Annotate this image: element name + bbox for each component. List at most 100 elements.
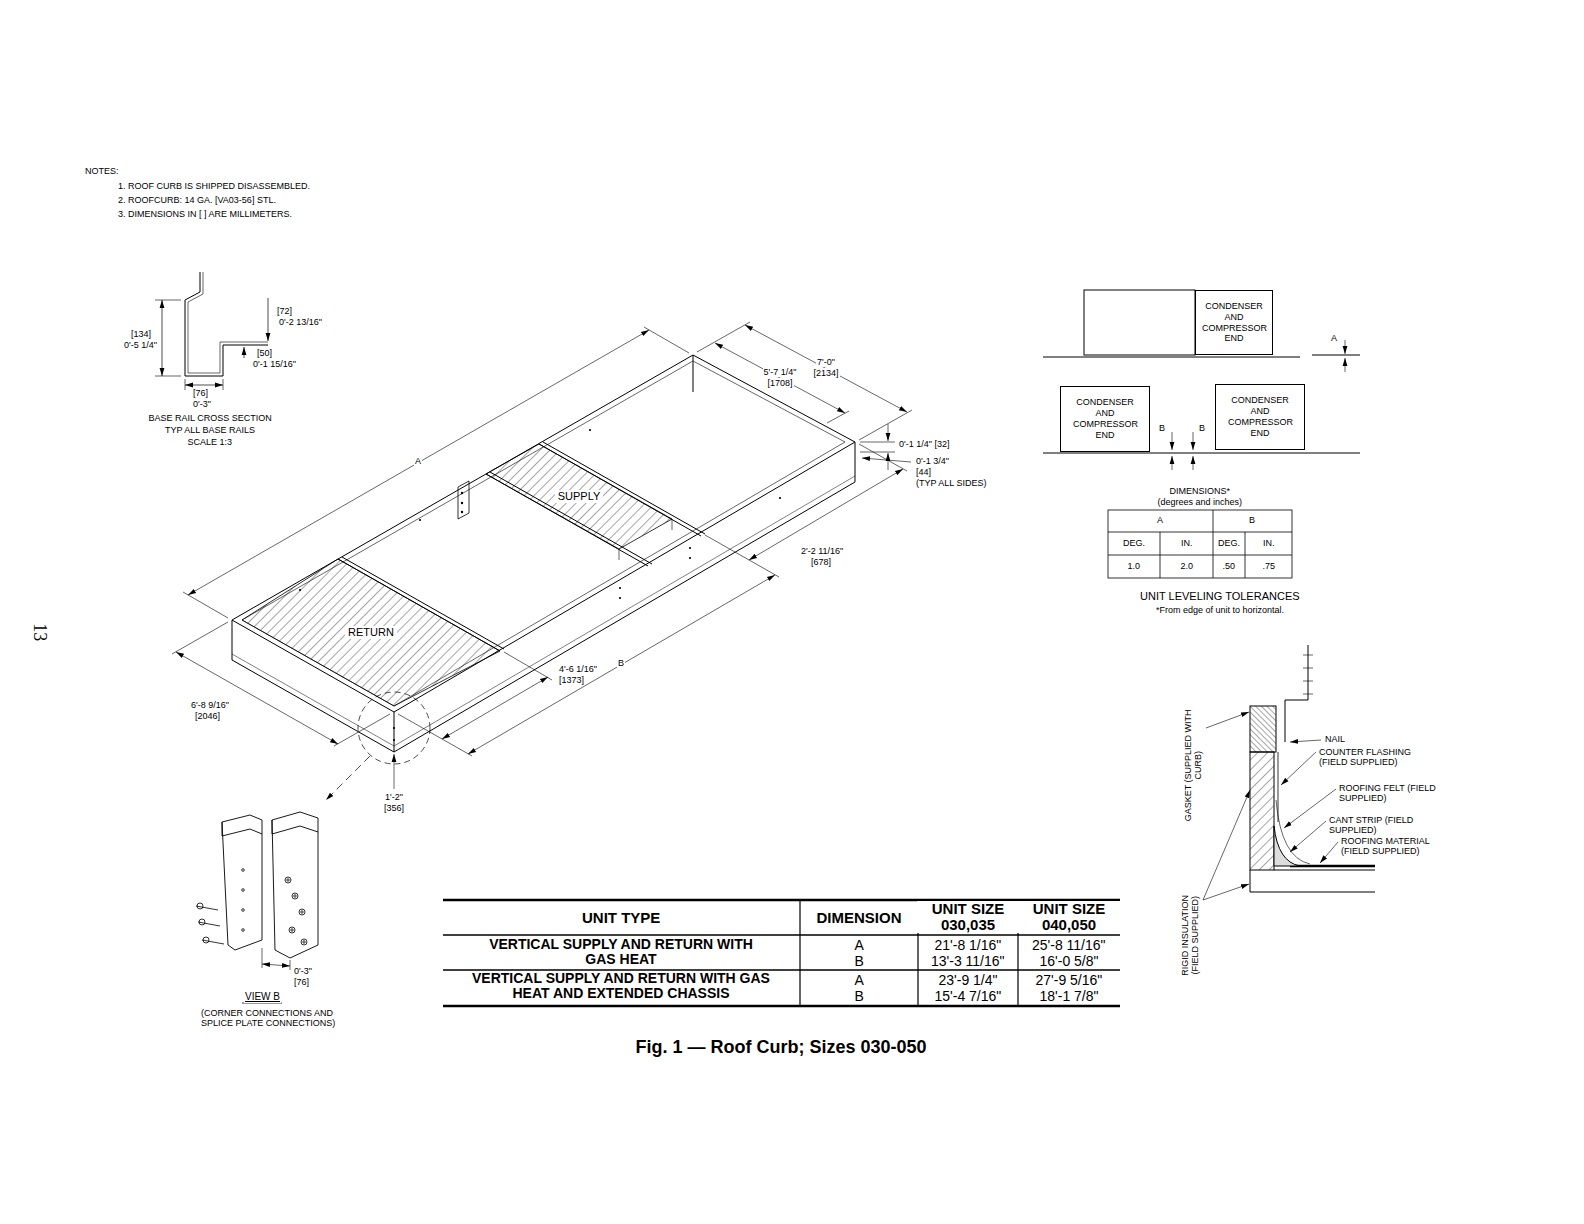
dimension-lines <box>176 652 338 744</box>
figure-caption: Fig. 1 — Roof Curb; Sizes 030-050 <box>635 1037 928 1058</box>
dimension-label: [678] <box>810 557 832 567</box>
flashing-detail <box>1303 655 1313 694</box>
dimension-label: [76] <box>192 388 209 398</box>
unit-end-box: CONDENSER AND COMPRESSOR END <box>1060 386 1150 452</box>
view-b-brackets <box>303 941 305 943</box>
view-b-brackets <box>242 1003 282 1004</box>
table-cell: 27'-9 5/16" <box>1035 972 1104 988</box>
callout-label: RIGID INSULATION (FIELD SUPPLIED) <box>1180 879 1201 991</box>
dimension-lines <box>860 442 895 452</box>
leveling-sketch <box>1193 456 1194 470</box>
table-cell: UNIT SIZE 040,050 <box>1018 901 1120 933</box>
dimension-label: [44] <box>915 467 932 477</box>
table-caption: UNIT LEVELING TOLERANCES <box>1139 590 1301 603</box>
flashing-detail <box>1320 842 1338 863</box>
dimension-lines <box>745 325 907 412</box>
dimension-label: 0'-3" <box>293 966 313 976</box>
roof-curb-frame <box>779 497 781 499</box>
roof-curb-frame <box>461 511 463 513</box>
view-b-brackets <box>242 929 245 932</box>
dimension-label: (degrees and inches) <box>1157 497 1244 507</box>
roof-curb-frame <box>461 502 463 504</box>
dimension-label: 0'-2 13/16" <box>278 317 323 327</box>
table-cell: IN. <box>1180 538 1194 548</box>
dimension-label: A <box>414 456 422 466</box>
table-cell: DEG. <box>1122 538 1146 548</box>
view-b-brackets <box>203 937 209 943</box>
tolerance-table <box>1108 510 1292 578</box>
flashing-detail <box>1250 870 1375 892</box>
leveling-sketch <box>1043 290 1360 470</box>
flashing-detail <box>1290 821 1326 852</box>
roof-curb-frame <box>232 355 855 800</box>
dimension-lines <box>715 343 845 413</box>
table-cell: DEG. <box>1217 538 1241 548</box>
flashing-detail <box>1250 752 1274 870</box>
dimension-label: A <box>1330 333 1338 343</box>
dimension-lines <box>749 469 903 560</box>
node-label: CONDENSER AND COMPRESSOR END <box>1073 397 1137 440</box>
callout-label: GASKET (SUPPLIED WITH CURB) <box>1183 704 1204 826</box>
dimension-lines <box>188 330 649 595</box>
note-text: 2. ROOFCURB: 14 GA. [VA03-56] STL. <box>117 195 277 205</box>
hatch-area <box>242 559 500 706</box>
table-cell: DIMENSION <box>816 909 903 926</box>
table-cell: A <box>854 937 865 953</box>
dimension-label: [134] <box>130 329 152 339</box>
tolerance-table <box>1108 510 1292 578</box>
flashing-detail <box>1250 706 1276 752</box>
dimension-label: (CORNER CONNECTIONS AND SPLICE PLATE CON… <box>200 1008 367 1029</box>
view-b-brackets <box>196 906 224 944</box>
callout-label: ROOFING MATERIAL (FIELD SUPPLIED) <box>1340 836 1452 857</box>
view-b-brackets <box>292 893 298 899</box>
table-cell: UNIT SIZE 030,035 <box>917 901 1019 933</box>
dimension-label: [72] <box>276 306 293 316</box>
table-caption: *From edge of unit to horizontal. <box>1155 605 1285 615</box>
roof-curb-frame <box>589 429 591 431</box>
leveling-sketch <box>1043 355 1360 357</box>
view-b-brackets <box>291 929 293 931</box>
dimension-lines <box>394 754 395 789</box>
dimension-label: [76] <box>293 977 310 987</box>
return-opening: RETURN <box>242 559 500 706</box>
view-b-brackets <box>242 909 245 912</box>
dimension-label: [1708] <box>767 378 794 388</box>
dimension-label: 4'-6 1/16" <box>558 664 598 674</box>
hatch-area <box>486 444 672 549</box>
leveling-sketch <box>1172 456 1173 470</box>
roof-curb-frame <box>458 481 469 519</box>
dimension-lines <box>172 322 912 789</box>
flashing-detail <box>1278 752 1279 822</box>
flashing-detail <box>1290 865 1375 868</box>
dimension-label: 0'-5 1/4" <box>123 340 158 350</box>
table-cell: 18'-1 7/8" <box>1039 988 1100 1004</box>
table-cell: .50 <box>1222 561 1237 571</box>
dimension-label: 7'-0" <box>816 357 836 367</box>
dimension-label: [1373] <box>558 675 585 685</box>
dimension-label: 6'-8 9/16" <box>190 700 230 710</box>
leveling-sketch <box>1193 432 1194 450</box>
dimension-lines <box>862 458 911 462</box>
callout-label: COUNTER FLASHING (FIELD SUPPLIED) <box>1318 747 1425 768</box>
note-text: 1. ROOF CURB IS SHIPPED DISASSEMBLED. <box>117 181 311 191</box>
flashing-detail <box>1290 740 1321 742</box>
node-label: CONDENSER AND COMPRESSOR END <box>1202 301 1266 344</box>
roof-curb-frame <box>619 597 621 599</box>
dimension-lines <box>697 322 912 440</box>
dimension-lines <box>504 652 552 680</box>
dimension-lines <box>468 575 775 754</box>
size-table <box>443 900 1120 1006</box>
view-b-brackets <box>294 895 296 897</box>
roof-curb-frame <box>689 547 691 549</box>
unit-end-box: CONDENSER AND COMPRESSOR END <box>1195 290 1273 355</box>
dimension-label: VIEW B <box>244 991 281 1003</box>
dimension-label: [50] <box>256 348 273 358</box>
table-cell: .75 <box>1262 561 1277 571</box>
table-cell: UNIT TYPE <box>581 909 661 926</box>
leveling-sketch <box>1345 340 1346 354</box>
dimension-label: 1'-2" <box>384 792 404 802</box>
dimension-label: TYP ALL BASE RAILS <box>164 425 256 435</box>
view-b-brackets <box>262 948 290 970</box>
roof-curb-frame <box>689 557 691 559</box>
